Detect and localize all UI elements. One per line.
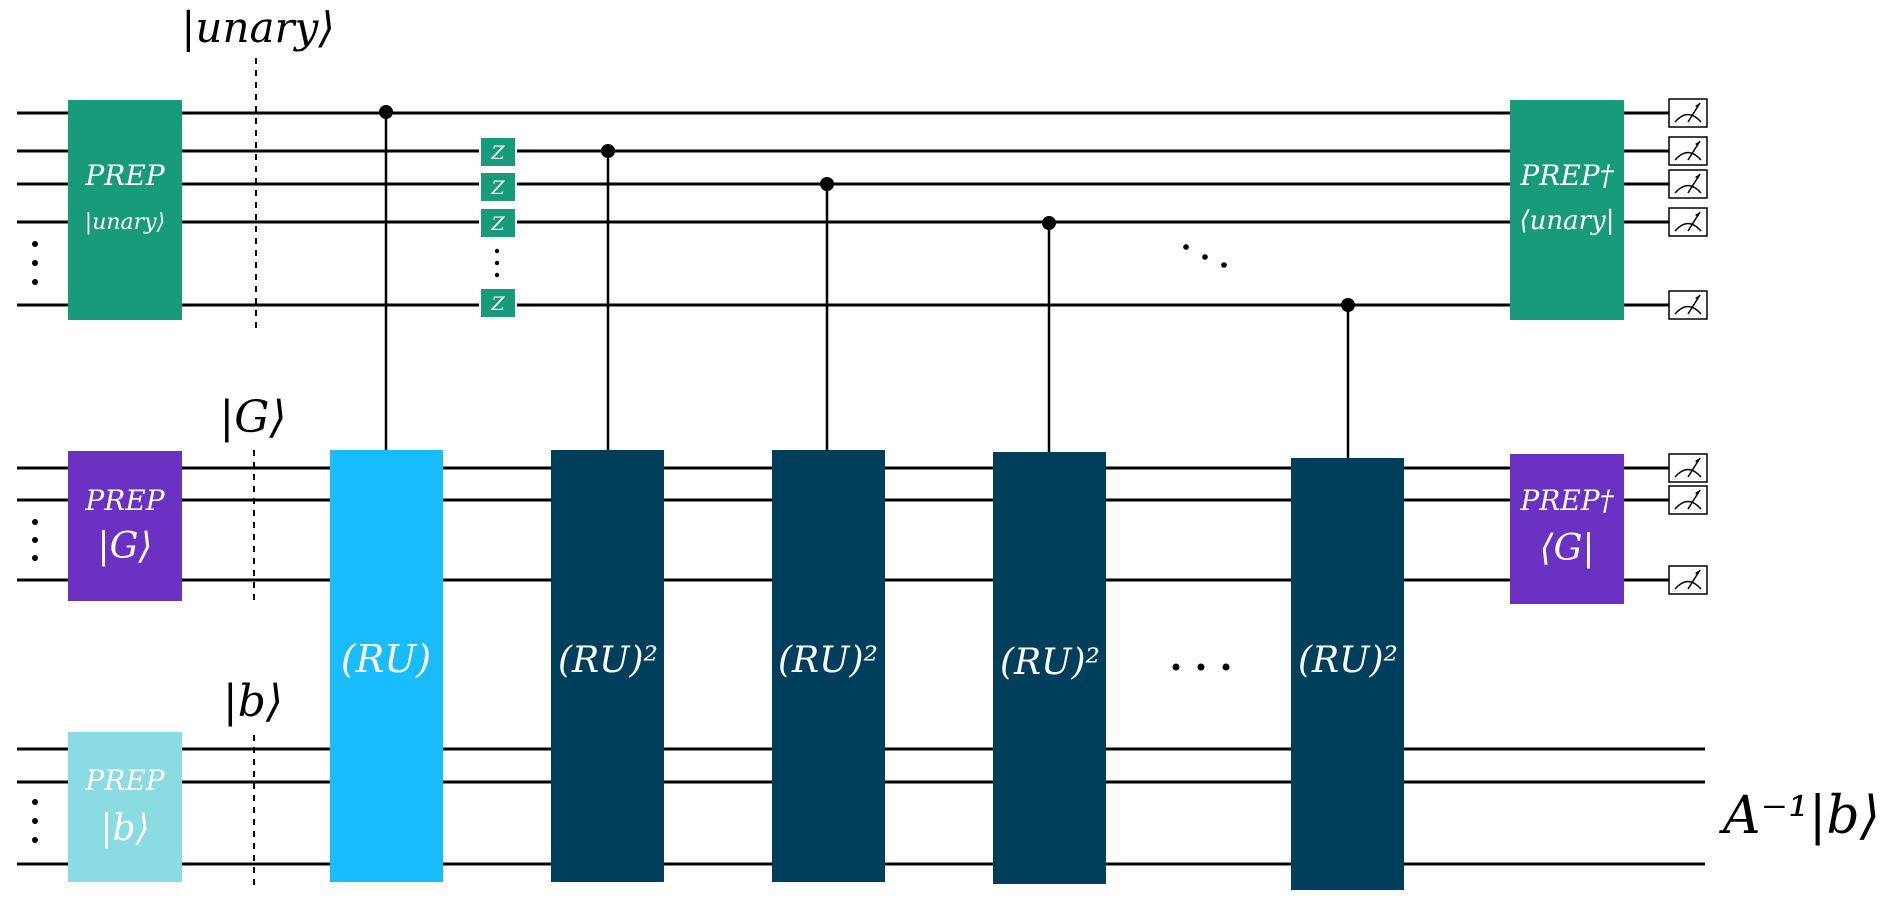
- ru-block-3: (RU)²: [772, 450, 885, 882]
- control-dot-5: [1341, 298, 1355, 312]
- output-label: A⁻¹|b⟩: [1719, 786, 1880, 846]
- ru-block-5-label: (RU)²: [1298, 640, 1398, 681]
- prep-unary-dagger-gate: PREP† ⟨unary|: [1510, 100, 1624, 320]
- meter-icon: [1668, 169, 1708, 199]
- control-dot-1: [379, 105, 393, 119]
- label-g-state: |G⟩: [219, 392, 286, 443]
- prep-g-box: [68, 451, 182, 601]
- meter-icon: [1668, 290, 1708, 320]
- z-gate-ellipsis: [494, 248, 500, 278]
- ru-block-4-label: (RU)²: [1000, 642, 1100, 683]
- svg-text:Z: Z: [490, 293, 505, 315]
- prep-b-box: [68, 732, 182, 882]
- controls: [379, 105, 1355, 458]
- prep-unary-box: [68, 100, 182, 320]
- meter-icon: [1668, 136, 1708, 166]
- prep-g-dagger-title: PREP†: [1519, 484, 1614, 517]
- label-b-state: |b⟩: [223, 676, 283, 727]
- ru-block-3-label: (RU)²: [778, 640, 878, 681]
- meter-icon: [1668, 485, 1708, 515]
- prep-unary-dagger-bra: ⟨unary|: [1519, 206, 1614, 236]
- prep-b-ket: |b⟩: [100, 808, 149, 849]
- prep-g-dagger-box: [1510, 454, 1624, 604]
- meter-icon: [1668, 453, 1708, 483]
- measurement-meters: [1668, 98, 1708, 595]
- left-ellipsis-b: [32, 799, 38, 843]
- prep-unary-dagger-title: PREP†: [1519, 159, 1614, 192]
- ru-block-1: (RU): [330, 450, 443, 882]
- svg-text:Z: Z: [490, 177, 505, 199]
- prep-g-title: PREP: [84, 484, 165, 517]
- left-ellipsis-g: [32, 519, 38, 561]
- ru-block-1-label: (RU): [341, 637, 431, 681]
- control-dot-4: [1042, 216, 1056, 230]
- ru-block-5: (RU)²: [1291, 458, 1404, 890]
- prep-b-title: PREP: [84, 764, 165, 797]
- prep-unary-title: PREP: [84, 159, 165, 192]
- control-dot-2: [601, 144, 615, 158]
- prep-unary-gate: PREP |unary⟩: [68, 100, 182, 320]
- prep-unary-ket: |unary⟩: [85, 210, 165, 235]
- meter-icon: [1668, 565, 1708, 595]
- z-gate-2: Z: [479, 171, 517, 203]
- meter-icon: [1668, 98, 1708, 128]
- diagonal-ellipsis: [1183, 244, 1227, 268]
- label-unary-state: |unary⟩: [181, 3, 334, 52]
- prep-b-gate: PREP |b⟩: [68, 732, 182, 882]
- prep-g-ket: |G⟩: [98, 526, 153, 567]
- prep-g-gate: PREP |G⟩: [68, 451, 182, 601]
- z-gate-3: Z: [479, 207, 517, 239]
- control-dot-3: [820, 177, 834, 191]
- prep-g-dagger-bra: ⟨G|: [1540, 528, 1595, 569]
- z-gate-1: Z: [479, 136, 517, 168]
- prep-g-dagger-gate: PREP† ⟨G|: [1510, 454, 1624, 604]
- ru-block-4: (RU)²: [993, 452, 1106, 884]
- ru-block-2: (RU)²: [551, 450, 664, 882]
- left-ellipsis-unary: [32, 241, 38, 285]
- z-gate-column: Z Z Z Z: [479, 136, 517, 319]
- z-gate-4: Z: [479, 287, 517, 319]
- horizontal-ellipsis: [1172, 663, 1230, 671]
- unary-register-wires: [17, 111, 1705, 307]
- ru-block-2-label: (RU)²: [558, 640, 658, 681]
- meter-icon: [1668, 207, 1708, 237]
- svg-text:Z: Z: [490, 213, 505, 235]
- prep-unary-dagger-box: [1510, 100, 1624, 320]
- svg-text:Z: Z: [490, 142, 505, 164]
